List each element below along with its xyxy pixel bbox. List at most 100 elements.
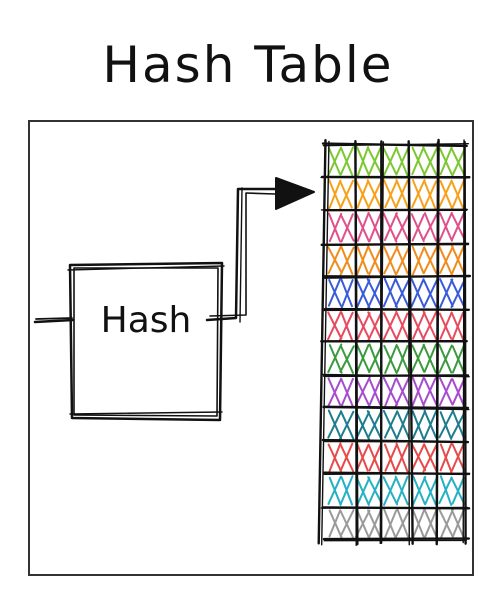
bucket-hatch — [368, 147, 382, 176]
bucket-hatch — [451, 147, 466, 177]
bucket-hatch — [355, 246, 369, 276]
bucket-hatch — [424, 476, 439, 506]
bucket-hatch — [384, 509, 398, 539]
bucket-row — [328, 178, 465, 210]
bucket-hatch — [395, 475, 409, 505]
bucket-hatch — [355, 343, 370, 375]
bucket-hatch — [367, 278, 382, 309]
bucket-hatch — [383, 410, 399, 439]
bucket-hatch — [328, 442, 342, 473]
bucket-hatch — [450, 410, 466, 439]
bucket-hatch — [382, 311, 398, 341]
bucket-hatch — [339, 146, 355, 176]
bucket-hatch — [328, 212, 343, 243]
bucket-hatch — [328, 179, 342, 210]
bucket-hatch — [328, 344, 343, 374]
bucket-grid-row-line — [320, 373, 470, 378]
input-line — [33, 317, 75, 324]
bucket-hatch — [327, 278, 341, 307]
bucket-hatch — [422, 212, 438, 242]
bucket-hatch — [412, 311, 426, 340]
bucket-grid-col-line — [463, 140, 467, 545]
bucket-hatch — [451, 179, 465, 210]
bucket-hatch — [411, 213, 425, 242]
bucket-row — [328, 508, 466, 539]
hash-output-arrow — [205, 177, 315, 323]
arrowhead-icon — [275, 177, 315, 210]
bucket-hatch — [451, 508, 466, 538]
bucket-hatch — [368, 212, 382, 243]
bucket-hatch — [394, 212, 411, 242]
bucket-grid-col-line — [435, 141, 439, 545]
bucket-hatch — [438, 409, 455, 439]
bucket-hatch — [367, 245, 382, 274]
bucket-grid-col-line — [354, 141, 357, 547]
bucket-hatch — [423, 377, 438, 407]
bucket-hatch — [396, 409, 410, 439]
bucket-hatch — [382, 146, 398, 177]
bucket-hatch — [328, 509, 343, 539]
bucket-hatch — [340, 277, 353, 308]
bucket-hatch — [411, 179, 426, 209]
bucket-hatch — [367, 311, 383, 342]
bucket-hatch — [423, 343, 437, 373]
bucket-hatch — [422, 310, 438, 340]
bucket-hatch — [368, 508, 383, 538]
bucket-hatch — [439, 442, 453, 472]
bucket-hatch — [327, 245, 342, 275]
bucket-hatch — [355, 444, 370, 472]
bucket-grid-row-line — [321, 243, 470, 246]
bucket-hatch — [450, 442, 465, 474]
bucket-hatch — [383, 212, 398, 242]
outer-frame — [28, 120, 474, 576]
bucket-hatch — [395, 147, 409, 176]
bucket-row — [327, 343, 466, 375]
bucket-hatch — [339, 410, 355, 440]
bucket-hatch — [423, 410, 438, 441]
hash-table-buckets — [317, 138, 472, 547]
bucket-hatch — [411, 475, 427, 506]
bucket-hatch — [412, 410, 427, 440]
bucket-grid-row-line — [323, 472, 471, 476]
bucket-hatch — [339, 246, 355, 276]
bucket-row — [327, 310, 465, 342]
bucket-hatch — [439, 278, 454, 309]
bucket-hatch — [339, 442, 354, 472]
bucket-hatch — [327, 311, 342, 341]
bucket-hatch — [368, 345, 383, 373]
bucket-hatch — [411, 246, 426, 276]
bucket-hatch — [410, 344, 426, 373]
bucket-hatch — [356, 211, 370, 242]
bucket-hatch — [339, 179, 354, 210]
bucket-hatch — [395, 312, 409, 340]
bucket-hatch — [410, 443, 426, 472]
bucket-grid-col-line — [379, 141, 385, 545]
bucket-grid-col-line — [407, 141, 410, 546]
bucket-hatch — [384, 378, 397, 407]
bucket-hatch — [411, 377, 425, 408]
bucket-row — [328, 211, 466, 243]
bucket-hatch — [354, 376, 371, 407]
bucket-hatch — [440, 508, 454, 539]
bucket-hatch — [384, 344, 398, 374]
bucket-hatch — [394, 179, 409, 209]
bucket-hatch — [395, 246, 411, 275]
bucket-hatch — [368, 376, 383, 408]
bucket-hatch — [411, 146, 425, 176]
bucket-hatch — [356, 146, 370, 177]
bucket-hatch — [423, 279, 438, 309]
bucket-hatch — [327, 475, 342, 505]
bucket-hatch — [382, 278, 397, 308]
bucket-grid-row-line — [320, 176, 468, 179]
bucket-hatch — [327, 147, 342, 177]
hash-label: Hash — [101, 300, 192, 341]
bucket-hatch — [339, 345, 355, 373]
bucket-hatch — [384, 443, 398, 472]
bucket-hatch — [382, 178, 397, 208]
bucket-grid-row-line — [322, 143, 470, 147]
bucket-hatch — [439, 245, 454, 274]
bucket-row — [327, 146, 466, 177]
bucket-grid-row-line — [322, 405, 470, 410]
bucket-hatch — [356, 312, 371, 340]
bucket-hatch — [423, 508, 438, 539]
